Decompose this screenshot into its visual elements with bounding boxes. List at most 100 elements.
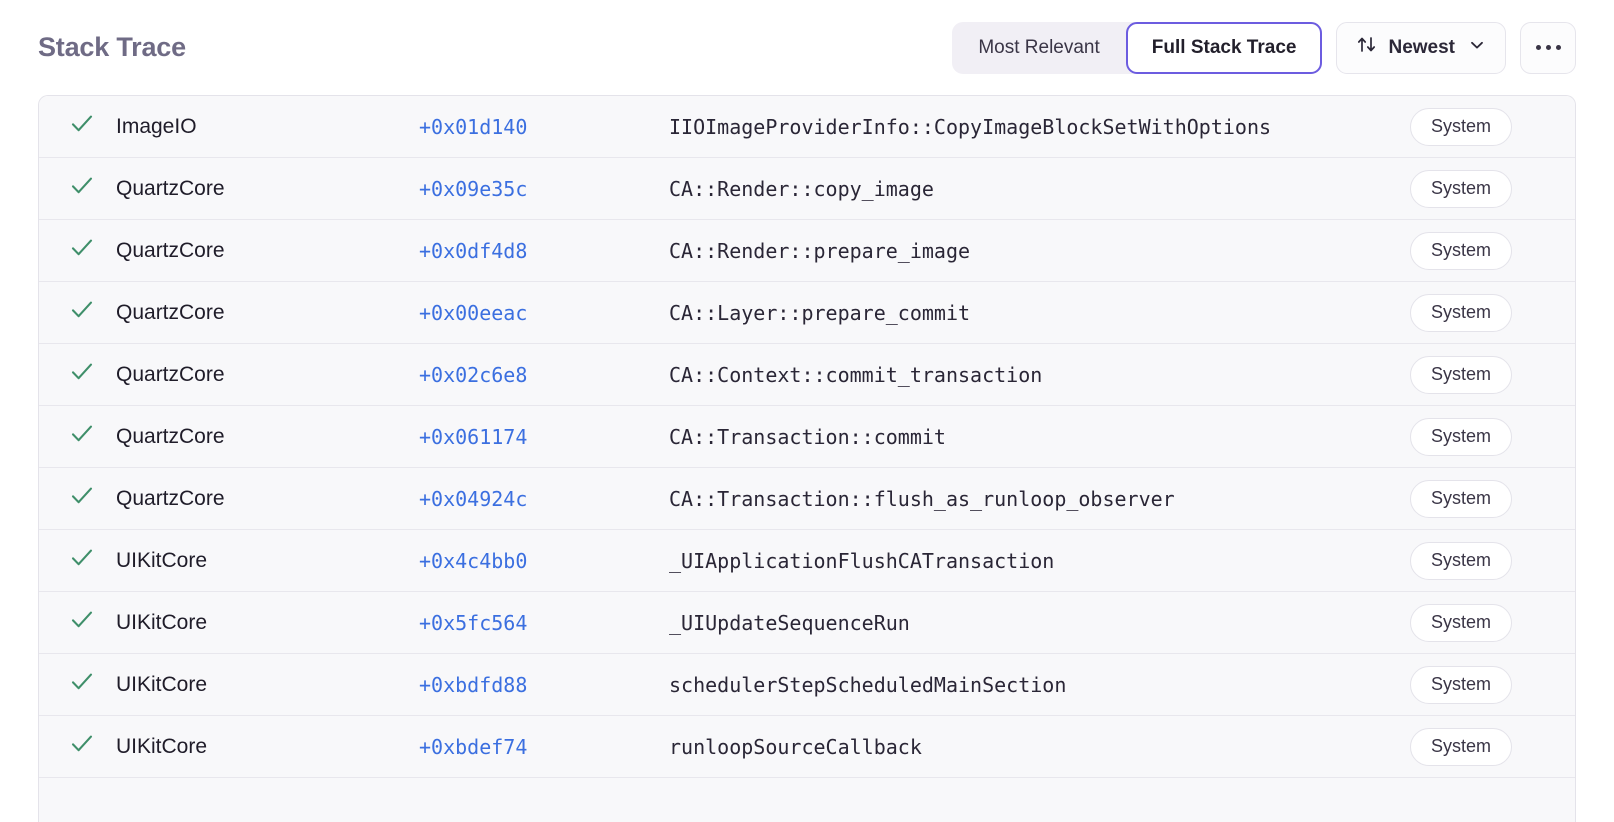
- row-check-cell: [39, 483, 116, 514]
- tab-full-stack-trace[interactable]: Full Stack Trace: [1125, 21, 1323, 74]
- status-badge: System: [1410, 727, 1513, 766]
- sort-arrows-icon: [1356, 34, 1377, 61]
- table-row[interactable]: QuartzCore +0x00eeac CA::Layer::prepare_co…: [39, 282, 1575, 344]
- status-badge: System: [1410, 541, 1513, 580]
- row-check-cell: [39, 111, 116, 142]
- row-module: QuartzCore: [116, 424, 225, 448]
- row-symbol: CA::Render::copy_image: [669, 176, 934, 201]
- chevron-down-icon: [1468, 36, 1486, 60]
- check-icon: [69, 545, 95, 576]
- check-icon: [69, 297, 95, 328]
- row-check-cell: [39, 545, 116, 576]
- row-badge-cell: System: [1410, 479, 1575, 518]
- row-symbol: CA::Transaction::flush_as_runloop_observ…: [669, 486, 1175, 511]
- row-symbol: CA::Layer::prepare_commit: [669, 300, 971, 325]
- row-symbol: _UIUpdateSequenceRun: [669, 610, 910, 635]
- tab-most-relevant[interactable]: Most Relevant: [952, 22, 1125, 74]
- row-module: UIKitCore: [116, 548, 208, 572]
- check-icon: [69, 607, 95, 638]
- row-offset[interactable]: +0x4c4bb0: [419, 548, 528, 573]
- row-badge-cell: System: [1410, 231, 1575, 270]
- row-symbol: IIOImageProviderInfo::CopyImageBlockSetW…: [669, 114, 1272, 139]
- row-module: QuartzCore: [116, 176, 225, 200]
- row-module: QuartzCore: [116, 300, 225, 324]
- row-badge-cell: System: [1410, 541, 1575, 580]
- stack-trace-table: ImageIO +0x01d140 IIOImageProviderInfo::Co…: [38, 95, 1576, 822]
- ellipsis-icon: [1555, 45, 1561, 50]
- row-badge-cell: System: [1410, 665, 1575, 704]
- table-row[interactable]: UIKitCore+0x4c4bb0_UIApplicationFlushCAT…: [39, 530, 1575, 592]
- row-badge-cell: System: [1410, 107, 1575, 146]
- table-row[interactable]: QuartzCore +0x04924c CA::Transaction::flus…: [39, 468, 1575, 530]
- check-icon: [69, 359, 95, 390]
- row-badge-cell: System: [1410, 293, 1575, 332]
- row-check-cell: [39, 607, 116, 638]
- row-offset[interactable]: +0x0df4d8: [419, 238, 528, 263]
- check-icon: [69, 421, 95, 452]
- row-module: UIKitCore: [116, 734, 208, 758]
- check-icon: [69, 235, 95, 266]
- sort-button[interactable]: Newest: [1336, 21, 1506, 74]
- row-offset[interactable]: +0x02c6e8: [419, 362, 528, 387]
- row-module: UIKitCore: [116, 610, 208, 634]
- row-symbol: runloopSourceCallback: [669, 734, 922, 759]
- more-options-button[interactable]: [1520, 21, 1576, 74]
- row-badge-cell: System: [1410, 169, 1575, 208]
- check-icon: [69, 669, 95, 700]
- status-badge: System: [1410, 417, 1513, 456]
- header-controls: Most Relevant Full Stack Trace Newest: [952, 21, 1576, 74]
- row-check-cell: [39, 173, 116, 204]
- row-check-cell: [39, 297, 116, 328]
- status-badge: System: [1410, 603, 1513, 642]
- row-check-cell: [39, 731, 116, 762]
- row-check-cell: [39, 421, 116, 452]
- row-offset[interactable]: +0xbdfd88: [419, 672, 528, 697]
- table-row[interactable]: UIKitCore +0xbdfd88 schedulerStepScheduled…: [39, 654, 1575, 716]
- row-module: QuartzCore: [116, 238, 225, 262]
- row-symbol: schedulerStepScheduledMainSection: [669, 672, 1067, 697]
- table-row[interactable]: UIKitCore +0xbdef74 runloopSourceCallback S…: [39, 716, 1575, 778]
- row-symbol: CA::Context::commit_transaction: [669, 362, 1043, 387]
- status-badge: System: [1410, 169, 1513, 208]
- panel-header: Stack Trace Most Relevant Full Stack Tra…: [38, 0, 1576, 95]
- row-module: QuartzCore: [116, 362, 225, 386]
- row-check-cell: [39, 359, 116, 390]
- view-mode-segmented-control[interactable]: Most Relevant Full Stack Trace: [952, 21, 1323, 74]
- row-offset[interactable]: +0x01d140: [419, 114, 528, 139]
- table-row[interactable]: QuartzCore +0x02c6e8 CA::Context::commit_t…: [39, 344, 1575, 406]
- row-offset[interactable]: +0x061174: [419, 424, 528, 449]
- table-row[interactable]: ImageIO +0x01d140 IIOImageProviderInfo::Co…: [39, 96, 1575, 158]
- ellipsis-icon: [1535, 45, 1541, 50]
- check-icon: [69, 111, 95, 142]
- row-offset[interactable]: +0x09e35c: [419, 176, 528, 201]
- ellipsis-icon: [1545, 45, 1551, 50]
- status-badge: System: [1410, 479, 1513, 518]
- row-offset[interactable]: +0x5fc564: [419, 610, 528, 635]
- row-module: QuartzCore: [116, 486, 225, 510]
- sort-label: Newest: [1388, 36, 1455, 58]
- row-badge-cell: System: [1410, 417, 1575, 456]
- status-badge: System: [1410, 231, 1513, 270]
- row-badge-cell: System: [1410, 603, 1575, 642]
- check-icon: [69, 483, 95, 514]
- row-offset[interactable]: +0x00eeac: [419, 300, 528, 325]
- row-badge-cell: System: [1410, 727, 1575, 766]
- status-badge: System: [1410, 355, 1513, 394]
- row-offset[interactable]: +0xbdef74: [419, 734, 528, 759]
- row-check-cell: [39, 235, 116, 266]
- row-offset[interactable]: +0x04924c: [419, 486, 528, 511]
- page-title: Stack Trace: [38, 32, 186, 62]
- row-badge-cell: System: [1410, 355, 1575, 394]
- check-icon: [69, 173, 95, 204]
- status-badge: System: [1410, 293, 1513, 332]
- table-row[interactable]: UIKitCore +0x5fc564 _UIUpdateSequenceRun Sy…: [39, 592, 1575, 654]
- table-row[interactable]: QuartzCore +0x061174 CA::Transaction::comm…: [39, 406, 1575, 468]
- status-badge: System: [1410, 107, 1513, 146]
- row-check-cell: [39, 669, 116, 700]
- table-row[interactable]: QuartzCore +0x09e35c CA::Render::copy_imag…: [39, 158, 1575, 220]
- row-module: ImageIO: [116, 114, 197, 138]
- row-module: UIKitCore: [116, 672, 208, 696]
- row-symbol: CA::Transaction::commit: [669, 424, 946, 449]
